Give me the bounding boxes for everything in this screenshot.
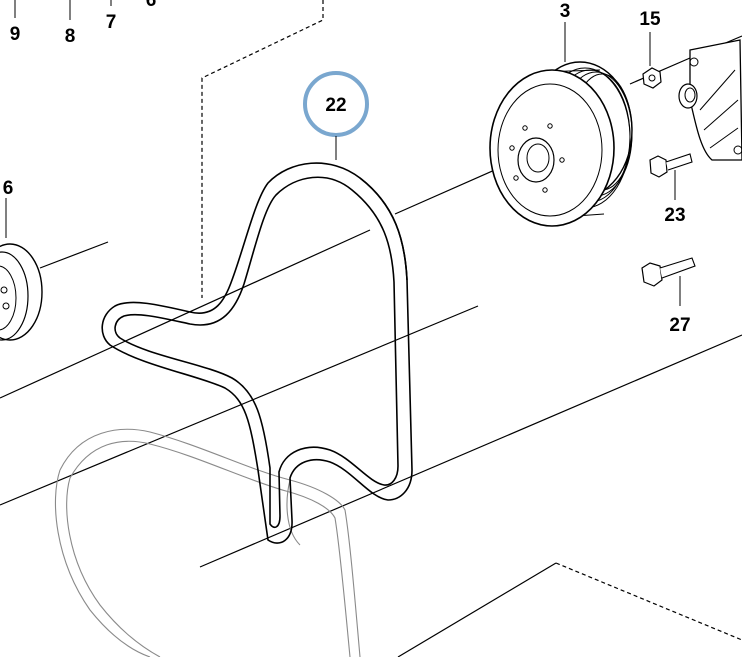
pulley-3[interactable] — [489, 61, 633, 227]
serpentine-belt[interactable] — [101, 162, 413, 544]
mounting-bracket[interactable] — [678, 39, 742, 161]
callout-8[interactable]: 8 — [65, 0, 76, 47]
callout-6-top[interactable]: 6 — [146, 0, 157, 11]
callout-15-label: 15 — [639, 9, 661, 30]
callout-6-top-label: 6 — [146, 0, 157, 11]
callout-7[interactable]: 7 — [106, 0, 117, 33]
axis-line-8 — [397, 562, 557, 657]
axis-line-2 — [0, 229, 371, 399]
callout-8-label: 8 — [65, 26, 76, 47]
engine-outline-dashed-lower — [555, 562, 742, 641]
lower-belt-faint — [54, 428, 361, 657]
axis-line-5 — [39, 241, 109, 269]
nut-15[interactable]: 15 — [639, 9, 662, 89]
callout-27-label: 27 — [669, 315, 690, 336]
axis-line-3 — [0, 305, 479, 506]
callout-9[interactable]: 9 — [10, 0, 21, 45]
callout-7-label: 7 — [106, 12, 117, 33]
callout-9-label: 9 — [10, 24, 21, 45]
bolt-23[interactable]: 23 — [649, 153, 693, 226]
callout-22[interactable]: 22 — [303, 71, 369, 160]
callout-6[interactable]: 6 — [3, 178, 14, 238]
callout-22-label: 22 — [325, 95, 346, 116]
callout-3[interactable]: 3 — [560, 1, 571, 62]
callout-23-label: 23 — [664, 205, 685, 226]
axis-line-4 — [199, 334, 742, 568]
pulley-6[interactable] — [0, 243, 43, 341]
highlight-ring — [303, 71, 369, 137]
bolt-27[interactable]: 27 — [641, 257, 696, 336]
callout-3-label: 3 — [560, 1, 571, 22]
engine-outline-dashed — [201, 0, 324, 298]
axis-line-6 — [629, 57, 691, 85]
callout-6-label: 6 — [3, 178, 14, 199]
